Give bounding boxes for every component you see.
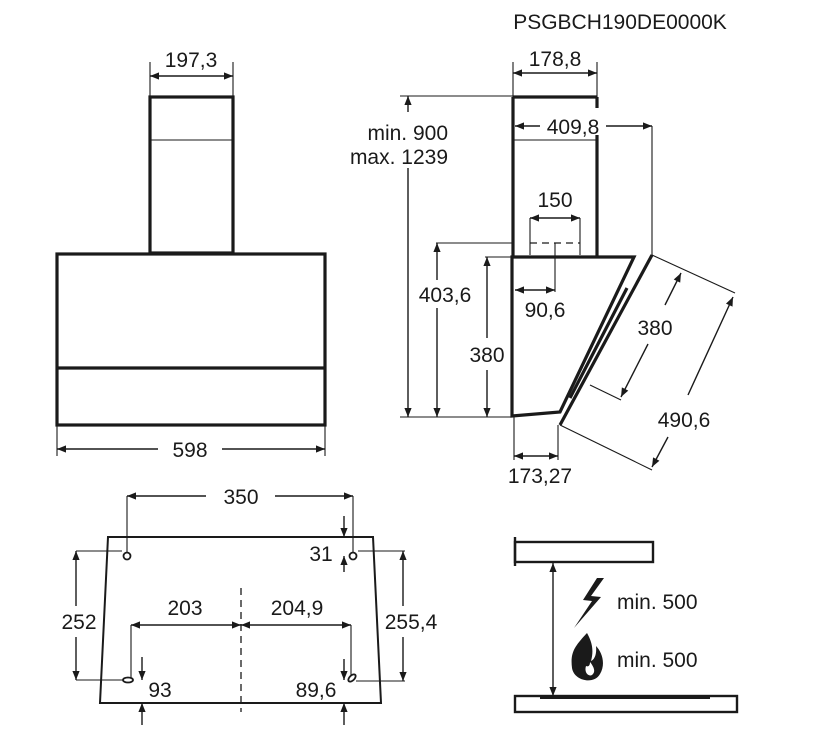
- glass-length-label: 490,6: [658, 409, 711, 432]
- right-bottom-label: 89,6: [296, 679, 337, 702]
- left-horizontal-label: 203: [167, 597, 202, 620]
- hood-side: [510, 255, 637, 418]
- left-bottom-label: 93: [148, 679, 171, 702]
- outlet-diameter-label: 150: [537, 189, 572, 212]
- side-view: 178,8 min. 900 max. 1239 409,8 150 403,6…: [350, 48, 736, 488]
- electric-clearance-label: min. 500: [617, 591, 698, 614]
- flame-icon: [571, 633, 603, 681]
- outlet-height-label: 403,6: [419, 284, 472, 307]
- bottom-depth-label: 173,27: [508, 465, 572, 488]
- lightning-icon: [574, 578, 604, 628]
- height-min-label: min. 900: [367, 122, 448, 145]
- hood-width-label: 598: [172, 439, 207, 462]
- chimney-front: [148, 95, 235, 255]
- hood-bottom-plate: [513, 540, 655, 564]
- mounting-template: 350 31 252 255,4 203 204,9 93 89,6: [61, 486, 438, 725]
- top-offset-label: 31: [309, 543, 332, 566]
- mounting-hole-icon: [122, 551, 358, 684]
- glass-panel: [558, 254, 654, 426]
- model-title: PSGBCH190DE0000K: [513, 11, 727, 34]
- right-horizontal-label: 204,9: [271, 597, 324, 620]
- outlet-offset-label: 90,6: [525, 299, 566, 322]
- clearance-diagram: min. 500 min. 500: [513, 537, 739, 714]
- chimney-width-label: 197,3: [165, 49, 218, 72]
- right-vertical-label: 255,4: [385, 611, 438, 634]
- hood-front: [55, 252, 327, 427]
- gas-clearance-label: min. 500: [617, 649, 698, 672]
- chimney-depth-label: 178,8: [529, 48, 582, 71]
- glass-inner-label: 380: [637, 317, 672, 340]
- height-max-label: max. 1239: [350, 146, 448, 169]
- total-depth-label: 409,8: [547, 116, 600, 139]
- front-view: 197,3 598: [55, 49, 327, 462]
- left-vertical-label: 252: [61, 611, 96, 634]
- hood-height-label: 380: [469, 344, 504, 367]
- top-holes-spacing-label: 350: [223, 486, 258, 509]
